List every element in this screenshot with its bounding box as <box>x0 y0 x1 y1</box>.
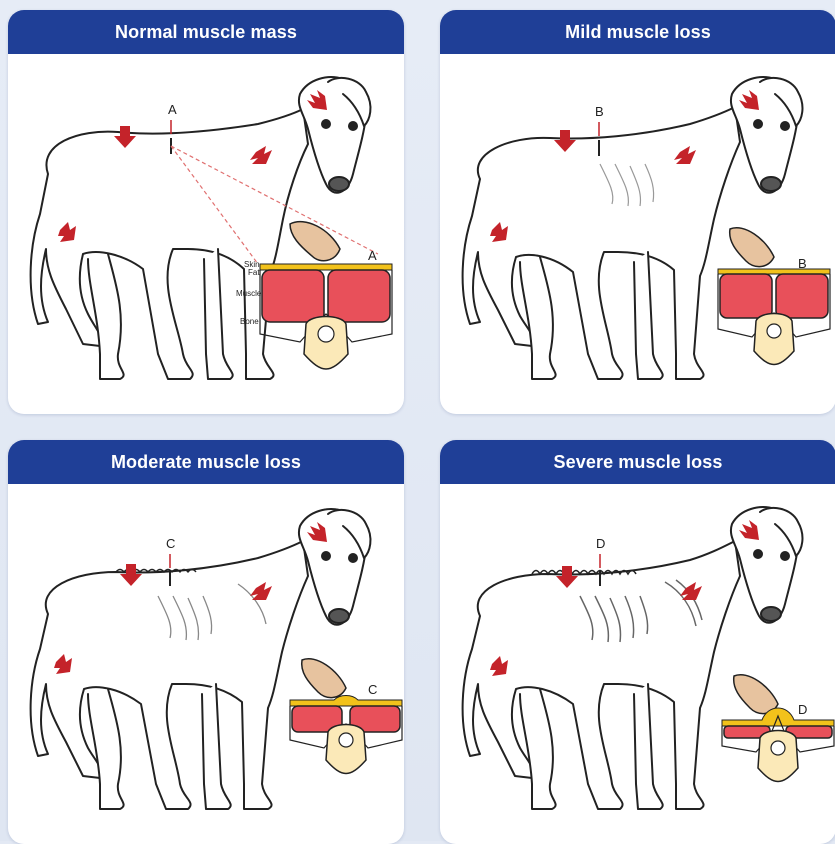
label-fat: Fat <box>248 268 260 277</box>
label-muscle: Muscle <box>236 289 262 298</box>
marker-label: B <box>595 104 604 119</box>
dog-illustration: D D <box>440 484 835 844</box>
dog-illustration: A A Skin Fat <box>8 54 404 414</box>
panel-title: Moderate muscle loss <box>8 440 404 484</box>
label-bone: Bone <box>240 317 259 326</box>
dog-drawing-normal: A A Skin Fat <box>8 54 404 414</box>
panel-title: Mild muscle loss <box>440 10 835 54</box>
cross-section-marker: B <box>798 256 807 271</box>
dog-illustration: C C <box>8 484 404 844</box>
marker-label: A <box>168 102 177 117</box>
panel-title: Normal muscle mass <box>8 10 404 54</box>
cross-section-marker: A <box>368 248 377 263</box>
panel-mild: Mild muscle loss <box>440 10 835 414</box>
dog-drawing-moderate: C C <box>8 484 404 844</box>
marker-label: C <box>166 536 175 551</box>
cross-section-marker: C <box>368 682 377 697</box>
panel-title: Severe muscle loss <box>440 440 835 484</box>
dog-drawing-severe: D D <box>440 484 835 844</box>
dog-drawing-mild: B B <box>440 54 835 414</box>
panel-normal: Normal muscle mass <box>8 10 404 414</box>
marker-label: D <box>596 536 605 551</box>
panel-moderate: Moderate muscle loss <box>8 440 404 844</box>
dog-illustration: B B <box>440 54 835 414</box>
panel-severe: Severe muscle loss <box>440 440 835 844</box>
cross-section-marker: D <box>798 702 807 717</box>
